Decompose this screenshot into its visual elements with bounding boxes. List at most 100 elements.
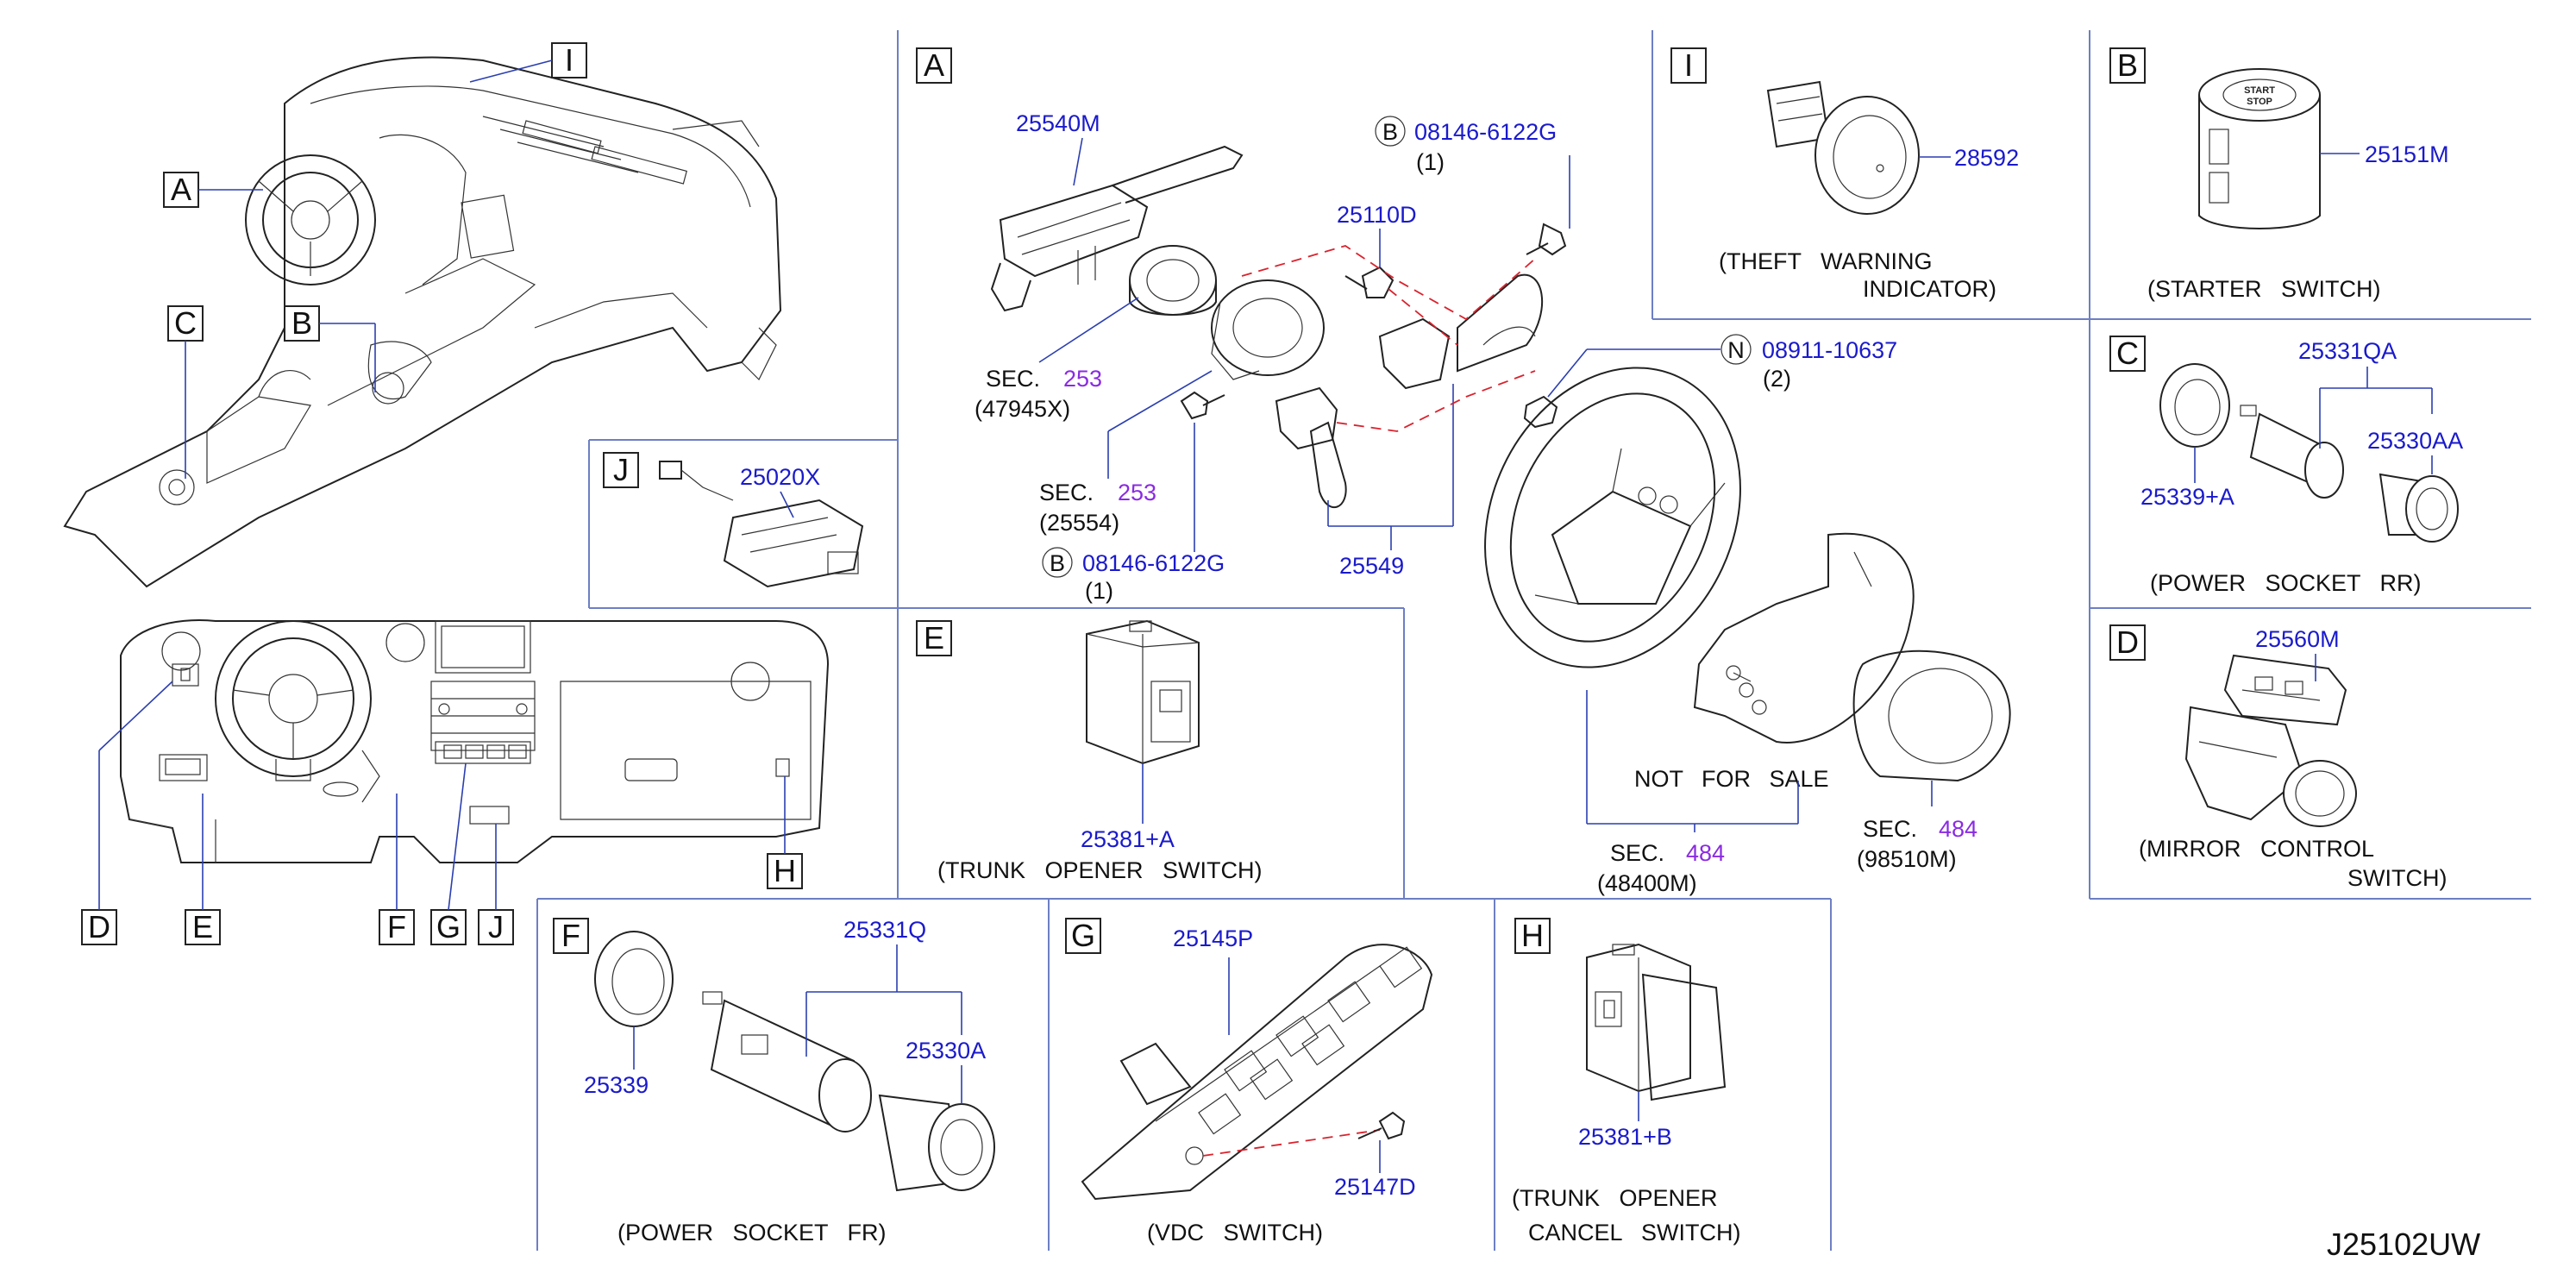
- part-number-08911-10637: 08911-10637: [1762, 337, 1897, 363]
- start-label: START: [2244, 85, 2275, 96]
- sec253-a-label: SEC.: [986, 366, 1040, 392]
- section-letter-A: A: [924, 47, 944, 83]
- part-number-25110D: 25110D: [1337, 202, 1417, 228]
- dashboard-front-drawing: [120, 619, 830, 863]
- part-number-25145P: 25145P: [1173, 925, 1253, 951]
- callout-letter-B: B: [291, 305, 312, 341]
- callout-letter-F: F: [387, 909, 406, 944]
- not-for-sale-watermark: NOT FOR SALE: [1634, 766, 1829, 792]
- part-number-25330AA: 25330AA: [2367, 428, 2463, 454]
- part-number-25147D: 25147D: [1334, 1174, 1416, 1200]
- section-A: A 25540M SEC. 253 (47945X) SEC. 253 (255…: [916, 47, 2011, 896]
- sec253-b-label: SEC.: [1039, 480, 1094, 505]
- diagram-code: J25102UW: [2327, 1227, 2480, 1262]
- section-letter-box-B: [2109, 47, 2146, 84]
- sec253-b-ref: (25554): [1039, 510, 1119, 536]
- callout-letter-E: E: [192, 909, 213, 944]
- starter-switch-caption: (STARTER SWITCH): [2147, 276, 2381, 302]
- part-number-25339plusA: 25339+A: [2140, 484, 2234, 510]
- section-letter-B: B: [2117, 47, 2138, 83]
- part-number-25339: 25339: [584, 1072, 649, 1098]
- part-number-28592: 28592: [1954, 145, 2019, 171]
- callout-box-C: [167, 305, 204, 342]
- section-G: G 25145P 25147D (VDC SWITCH): [1065, 918, 1433, 1245]
- sec484-b-number: 484: [1939, 816, 1977, 842]
- theft-warning-caption-1: (THEFT WARNING: [1719, 248, 1932, 274]
- section-letter-C: C: [2116, 336, 2139, 371]
- section-E: E 25381+A (TRUNK OPENER SWITCH): [916, 619, 1263, 883]
- section-letter-G: G: [1071, 918, 1095, 953]
- part-number-25540M: 25540M: [1016, 110, 1100, 136]
- sec484-a-ref: (48400M): [1597, 870, 1697, 896]
- part-number-25331QA: 25331QA: [2298, 338, 2397, 364]
- section-letter-box-J: [603, 452, 639, 488]
- dashboard-perspective-drawing: [63, 56, 782, 588]
- callout-letter-A: A: [171, 172, 191, 207]
- part-number-08146-6122G-bottom: 08146-6122G: [1082, 550, 1225, 576]
- stop-label: STOP: [2247, 97, 2272, 107]
- callout-letter-H: H: [774, 853, 796, 888]
- sec253-b-number: 253: [1118, 480, 1156, 505]
- theft-warning-caption-2: INDICATOR): [1863, 276, 1996, 302]
- trunk-cancel-caption-2: CANCEL SWITCH): [1528, 1220, 1741, 1245]
- section-letter-box-G: [1065, 918, 1101, 954]
- section-letter-box-D: [2109, 624, 2146, 661]
- sec253-a-number: 253: [1063, 366, 1102, 392]
- section-letter-D: D: [2116, 624, 2139, 660]
- section-letter-box-H: [1514, 918, 1551, 954]
- bolt-prefix-bottom: B: [1050, 550, 1065, 576]
- part-number-25549: 25549: [1339, 553, 1404, 579]
- part-number-25151M: 25151M: [2365, 141, 2449, 167]
- part-number-08146-6122G-top: 08146-6122G: [1414, 119, 1557, 145]
- callout-box-F: [379, 909, 415, 945]
- section-I: I 28592 (THEFT WARNING INDICATOR): [1670, 47, 2019, 302]
- callout-box-G: [430, 909, 467, 945]
- trunk-cancel-caption-1: (TRUNK OPENER: [1512, 1185, 1718, 1211]
- bolt-qty-bottom: (1): [1085, 578, 1113, 604]
- section-J: J 25020X: [603, 452, 864, 588]
- vdc-switch-caption: (VDC SWITCH): [1147, 1220, 1323, 1245]
- callout-box-A: [163, 172, 199, 208]
- section-D: D 25560M (MIRROR CONTROL SWITCH): [2109, 624, 2447, 891]
- callout-letter-C: C: [174, 305, 197, 341]
- section-B: B START STOP 25151M (STARTER SWITCH): [2109, 47, 2449, 302]
- section-letter-H: H: [1521, 918, 1544, 953]
- sec484-b-ref: (98510M): [1857, 846, 1957, 872]
- section-H: H 25381+B (TRUNK OPENER CANCEL SWITCH): [1512, 918, 1741, 1245]
- part-number-25381plusB: 25381+B: [1578, 1124, 1672, 1150]
- mirror-control-caption-2: SWITCH): [2347, 865, 2447, 891]
- section-letter-box-F: [553, 918, 589, 954]
- bolt-prefix-top: B: [1382, 119, 1398, 145]
- part-number-25560M: 25560M: [2255, 626, 2340, 652]
- mirror-control-caption-1: (MIRROR CONTROL: [2139, 836, 2374, 862]
- bolt-qty-top: (1): [1416, 149, 1445, 175]
- callout-letter-J-bottom: J: [488, 909, 504, 944]
- callout-letter-G: G: [436, 909, 461, 944]
- section-letter-box-A: [916, 47, 952, 84]
- power-socket-rr-caption: (POWER SOCKET RR): [2150, 570, 2422, 596]
- sec253-a-ref: (47945X): [975, 396, 1070, 422]
- section-C: C 25339+A 25331QA 25330AA (POWER SOCKET …: [2109, 336, 2463, 596]
- section-letter-J: J: [613, 452, 629, 487]
- callout-letter-D: D: [88, 909, 110, 944]
- part-number-25020X: 25020X: [740, 464, 820, 490]
- part-number-25331Q: 25331Q: [843, 917, 926, 943]
- callout-letter-I: I: [565, 42, 573, 78]
- section-letter-box-I: [1670, 47, 1707, 84]
- sec484-a-number: 484: [1686, 840, 1725, 866]
- power-socket-fr-caption: (POWER SOCKET FR): [617, 1220, 887, 1245]
- trunk-opener-switch-caption: (TRUNK OPENER SWITCH): [937, 857, 1263, 883]
- nut-prefix: N: [1727, 337, 1745, 363]
- section-letter-E: E: [924, 620, 944, 656]
- section-letter-box-C: [2109, 336, 2146, 372]
- sec484-b-label: SEC.: [1863, 816, 1917, 842]
- section-letter-box-E: [916, 620, 952, 656]
- callout-box-E: [185, 909, 221, 945]
- section-letter-F: F: [561, 918, 580, 953]
- section-F: F 25339 25331Q 25330A (POWER SOCKET FR): [553, 917, 995, 1245]
- nut-qty: (2): [1763, 366, 1791, 392]
- callout-box-I: [551, 42, 587, 78]
- section-letter-I: I: [1684, 47, 1693, 83]
- overview-callouts-bottom: D E F G J H: [81, 681, 803, 945]
